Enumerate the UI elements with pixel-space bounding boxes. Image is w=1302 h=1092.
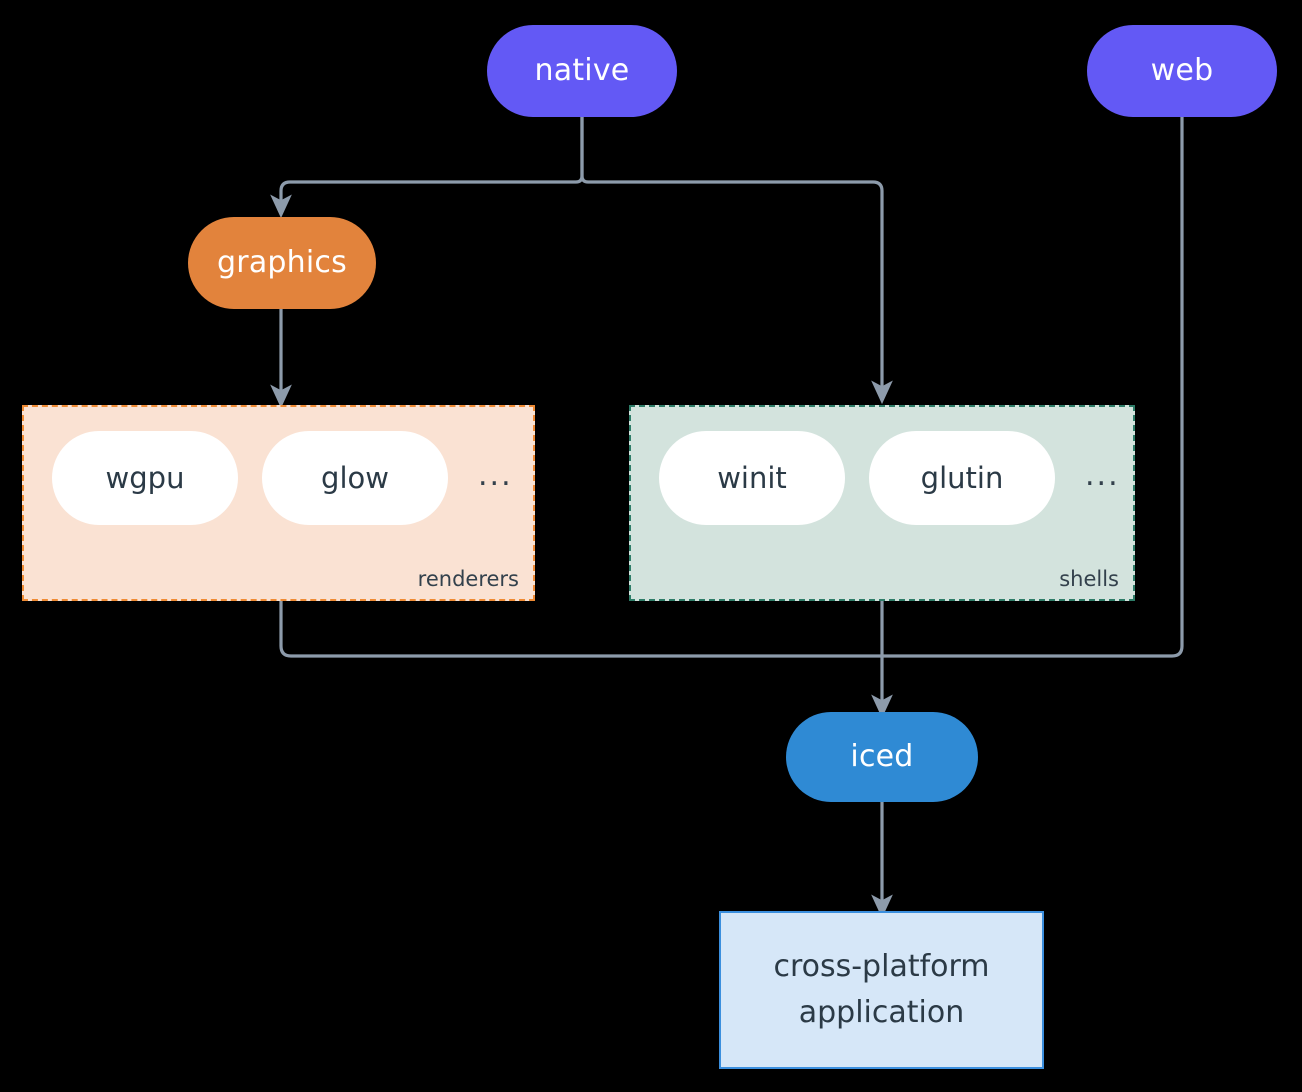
chip-glutin-label: glutin bbox=[920, 461, 1004, 495]
chip-winit-label: winit bbox=[717, 461, 787, 495]
group-renderers-items: wgpu glow ... bbox=[52, 431, 513, 525]
group-shells-label: shells bbox=[1059, 567, 1119, 591]
chip-winit[interactable]: winit bbox=[659, 431, 845, 525]
chip-glutin[interactable]: glutin bbox=[869, 431, 1055, 525]
edge-renderers-to-iced bbox=[279, 599, 884, 658]
chip-wgpu-label: wgpu bbox=[105, 461, 185, 495]
node-iced[interactable]: iced bbox=[786, 712, 978, 802]
node-native-label: native bbox=[534, 53, 630, 89]
node-web-label: web bbox=[1150, 53, 1214, 89]
node-native[interactable]: native bbox=[487, 25, 677, 117]
node-web[interactable]: web bbox=[1087, 25, 1277, 117]
node-iced-label: iced bbox=[850, 739, 914, 775]
node-application-text: cross-platform application bbox=[773, 944, 989, 1037]
chip-glow[interactable]: glow bbox=[262, 431, 448, 525]
group-renderers-label: renderers bbox=[417, 567, 519, 591]
edge-native-to-shells bbox=[580, 112, 893, 405]
shells-overflow-ellipsis: ... bbox=[1085, 457, 1120, 493]
group-shells-items: winit glutin ... bbox=[659, 431, 1120, 525]
edge-native-to-graphics bbox=[270, 112, 584, 219]
chip-wgpu[interactable]: wgpu bbox=[52, 431, 238, 525]
node-application[interactable]: cross-platform application bbox=[719, 911, 1044, 1069]
node-application-line2: application bbox=[798, 995, 965, 1030]
group-shells[interactable]: winit glutin ... shells bbox=[629, 405, 1135, 601]
renderers-overflow-ellipsis: ... bbox=[478, 457, 513, 493]
group-renderers[interactable]: wgpu glow ... renderers bbox=[22, 405, 535, 601]
node-graphics[interactable]: graphics bbox=[188, 217, 376, 309]
chip-glow-label: glow bbox=[321, 461, 389, 495]
node-application-line1: cross-platform bbox=[773, 948, 990, 984]
node-graphics-label: graphics bbox=[217, 245, 347, 281]
